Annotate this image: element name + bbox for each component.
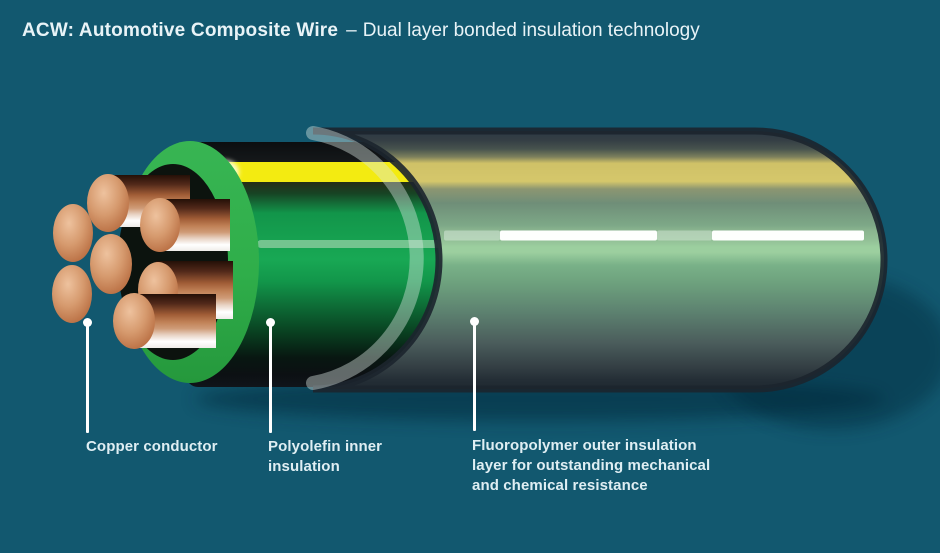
label-polyolefin-inner-insulation: Polyolefin inner insulation xyxy=(268,438,383,475)
title-dash: – xyxy=(346,20,357,41)
diagram-title: ACW: Automotive Composite Wire–Dual laye… xyxy=(22,20,700,42)
copper-strand-face xyxy=(113,293,155,349)
outer-insulation-rim xyxy=(312,127,888,393)
outer-insulation-body xyxy=(313,131,884,389)
copper-strand-bundle xyxy=(52,174,233,349)
label-fluoropolymer-outer-insulation: Fluoropolymer outer insulation layer for… xyxy=(472,437,711,494)
copper-strand-face xyxy=(53,204,93,262)
copper-strand-face xyxy=(90,234,132,294)
copper-strand-face xyxy=(52,265,92,323)
copper-strand-face xyxy=(140,198,180,252)
label-copper-conductor: Copper conductor xyxy=(86,438,218,455)
leader-line-outer xyxy=(473,323,476,431)
leader-dot-inner xyxy=(266,318,275,327)
title-subtitle: Dual layer bonded insulation technology xyxy=(362,20,700,41)
leader-line-copper xyxy=(86,324,89,433)
leader-line-inner xyxy=(269,324,272,433)
outer-cut-edge-highlight xyxy=(306,126,424,390)
title-product-name: ACW: Automotive Composite Wire xyxy=(22,20,339,41)
leader-dot-outer xyxy=(470,317,479,326)
copper-strand-face xyxy=(87,174,129,232)
color-stripe-trace-inner xyxy=(257,240,441,248)
leader-dot-copper xyxy=(83,318,92,327)
white-stripe-dashes xyxy=(444,230,864,241)
